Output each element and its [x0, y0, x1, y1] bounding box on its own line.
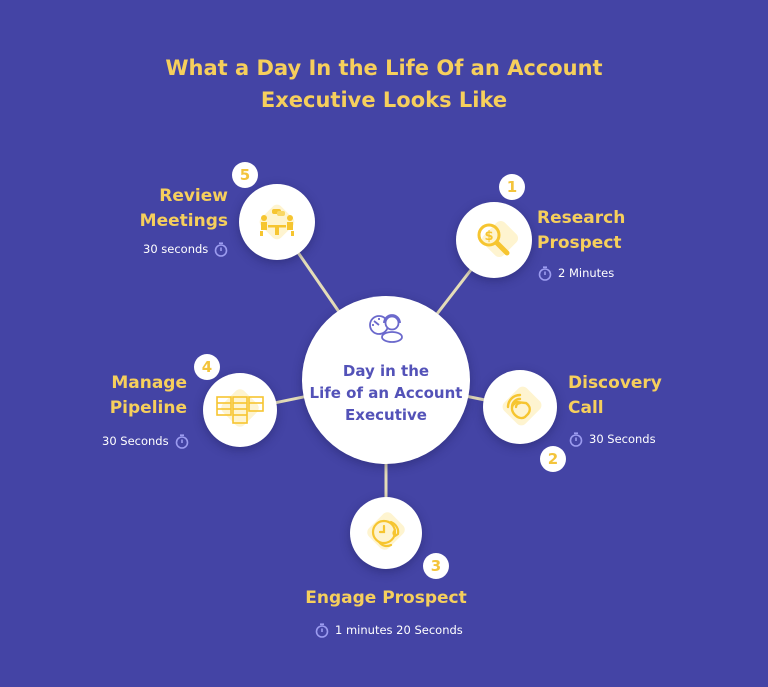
- step-3-circle: [350, 497, 422, 569]
- step-1-title-line-2: Prospect: [537, 233, 622, 253]
- step-1-duration-text: 2 Minutes: [558, 266, 615, 280]
- step-2-title: Discovery Call: [568, 371, 662, 421]
- step-3-title-line-1: Engage Prospect: [305, 588, 467, 608]
- meeting-people-icon: [260, 209, 294, 236]
- step-2-duration: 30 Seconds: [569, 431, 656, 447]
- svg-text:$: $: [484, 229, 493, 244]
- dollar-magnifier-icon: $: [477, 223, 510, 256]
- step-3-duration: 1 minutes 20 Seconds: [315, 622, 463, 638]
- step-1-circle: $: [456, 202, 532, 278]
- step-4-circle: [203, 373, 277, 447]
- clock-headset-agent-icon: [369, 314, 403, 343]
- phone-ringing-icon: [506, 393, 531, 420]
- step-2-number-badge: 2: [540, 446, 566, 472]
- stopwatch-icon: [214, 241, 228, 257]
- step-5-title-line-2: Meetings: [139, 211, 228, 231]
- step-2-title-line-1: Discovery: [568, 373, 662, 393]
- stopwatch-icon: [538, 265, 552, 281]
- step-5-title-line-1: Review: [159, 186, 228, 206]
- step-5-duration: 30 seconds: [143, 241, 228, 257]
- step-2-title-line-2: Call: [568, 398, 604, 418]
- page-title: What a Day In the Life Of an Account Exe…: [0, 52, 768, 116]
- step-4-title-line-1: Manage: [111, 373, 187, 393]
- step-5-duration-text: 30 seconds: [143, 242, 209, 256]
- step-5-circle: [239, 184, 315, 260]
- center-hub: Day in the Life of an Account Executive: [302, 296, 470, 464]
- stopwatch-icon: [569, 431, 583, 447]
- step-4-duration-text: 30 Seconds: [102, 434, 169, 448]
- step-5-title: Review Meetings: [140, 184, 228, 234]
- step-4-title-line-2: Pipeline: [109, 398, 187, 418]
- stopwatch-icon: [175, 433, 188, 449]
- center-label: Day in the Life of an Account Executive: [302, 360, 470, 426]
- step-1-title-line-1: Research: [537, 208, 626, 228]
- step-2-circle: [483, 370, 557, 444]
- step-3-title: Engage Prospect: [286, 586, 486, 611]
- step-1-title: Research Prospect: [537, 206, 625, 256]
- phone-clock-icon: [371, 519, 400, 548]
- title-line-1: What a Day In the Life Of an Account: [165, 56, 603, 80]
- step-5-number-badge: 5: [232, 162, 258, 188]
- step-2-duration-text: 30 Seconds: [589, 432, 656, 446]
- step-3-duration-text: 1 minutes 20 Seconds: [335, 623, 463, 637]
- step-4-number-badge: 4: [194, 354, 220, 380]
- step-1-number-badge: 1: [499, 174, 525, 200]
- kanban-board-icon: [216, 396, 264, 424]
- step-1-duration: 2 Minutes: [538, 265, 614, 281]
- step-4-duration: 30 Seconds: [102, 433, 189, 449]
- center-label-line-2: Life of an Account: [309, 384, 463, 402]
- step-3-number-badge: 3: [423, 553, 449, 579]
- step-4-title: Manage Pipeline: [110, 371, 187, 421]
- center-label-line-3: Executive: [345, 406, 427, 424]
- center-label-line-1: Day in the: [342, 362, 430, 380]
- title-line-2: Executive Looks Like: [260, 88, 508, 112]
- stopwatch-icon: [315, 622, 329, 638]
